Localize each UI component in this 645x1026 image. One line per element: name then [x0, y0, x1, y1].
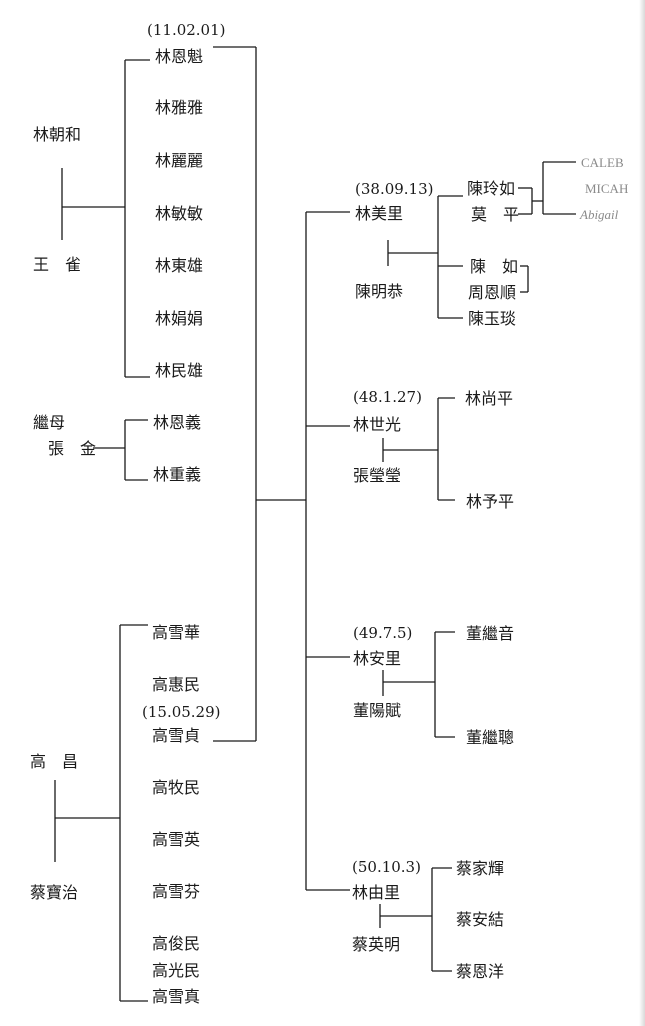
child-name: 林由里: [352, 883, 400, 902]
child-name: 林恩義: [153, 413, 201, 432]
child-name: 林民雄: [155, 361, 203, 380]
child-name: 高雪芬: [152, 882, 200, 901]
birth-date: (48.1.27): [353, 388, 422, 406]
stepmother-title: 繼母: [33, 413, 65, 432]
grandchild-name: 陳 如: [470, 257, 518, 276]
child-name: 林雅雅: [155, 98, 203, 117]
grandchild-name: 陳玲如: [467, 179, 515, 198]
child-name: 高雪真: [152, 987, 200, 1006]
child-name: 高雪貞: [152, 726, 200, 745]
child-name: 林安里: [353, 649, 401, 668]
child-name: 高光民: [152, 961, 200, 980]
spouse-name: 董陽賦: [353, 701, 401, 720]
grandchild-name: 林予平: [466, 492, 514, 511]
name-wang-que: 王 雀: [33, 255, 81, 274]
great-grandchild-name: Abigail: [579, 207, 619, 222]
grandchild-name: 蔡安結: [456, 910, 504, 929]
child-name: 高雪華: [152, 623, 200, 642]
name-gao-chang: 高 昌: [30, 752, 78, 771]
grandchild-name: 蔡恩洋: [456, 962, 504, 981]
spouse-name: 張瑩瑩: [353, 466, 401, 485]
great-grandchild-name: MICAH: [585, 181, 628, 196]
child-name: 高牧民: [152, 778, 200, 797]
child-name: 林世光: [353, 415, 401, 434]
birth-date: (11.02.01): [147, 21, 226, 39]
connector-lines: [54, 46, 576, 1002]
name-cai-baozhi: 蔡寶治: [30, 883, 78, 902]
child-name: 高俊民: [152, 934, 200, 953]
child-name: 林敏敏: [155, 204, 203, 223]
grandchild-name: 蔡家輝: [456, 859, 504, 878]
spouse-name: 陳明恭: [355, 282, 403, 301]
child-name: 林美里: [355, 204, 403, 223]
grandchild-name: 董繼音: [466, 624, 514, 643]
child-name: 林麗麗: [155, 151, 203, 170]
birth-date: (38.09.13): [355, 180, 434, 198]
grandchild-name: 董繼聰: [466, 728, 514, 747]
birth-date: (50.10.3): [352, 858, 421, 876]
name-lin-chaohe: 林朝和: [33, 125, 81, 144]
child-name: 林娟娟: [155, 309, 203, 328]
child-name: 林重義: [153, 465, 201, 484]
child-name: 高惠民: [152, 675, 200, 694]
birth-date: (49.7.5): [353, 624, 412, 642]
page-shadow-edge: [639, 0, 645, 1026]
name-zhang-jin: 張 金: [48, 439, 96, 458]
child-name: 林恩魁: [155, 47, 203, 66]
birth-date: (15.05.29): [142, 703, 221, 721]
spouse-name: 蔡英明: [352, 935, 400, 954]
great-grandchild-name: CALEB: [581, 155, 624, 170]
grandchild-name: 林尚平: [465, 389, 513, 408]
grandchild-name: 陳玉琰: [468, 309, 516, 328]
child-name: 林東雄: [155, 256, 203, 275]
grandchild-name: 周恩順: [468, 283, 516, 302]
child-name: 高雪英: [152, 830, 200, 849]
grandchild-name: 莫 平: [471, 205, 519, 224]
